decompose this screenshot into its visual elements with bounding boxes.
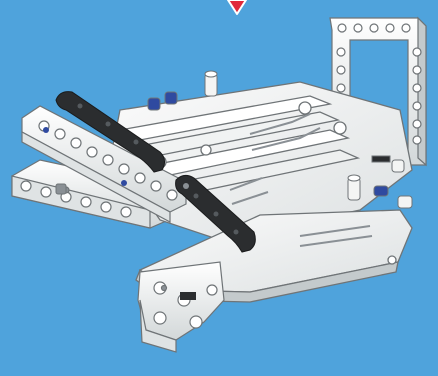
technic-model-illustration [0, 0, 438, 376]
instruction-step-canvas [0, 0, 438, 376]
